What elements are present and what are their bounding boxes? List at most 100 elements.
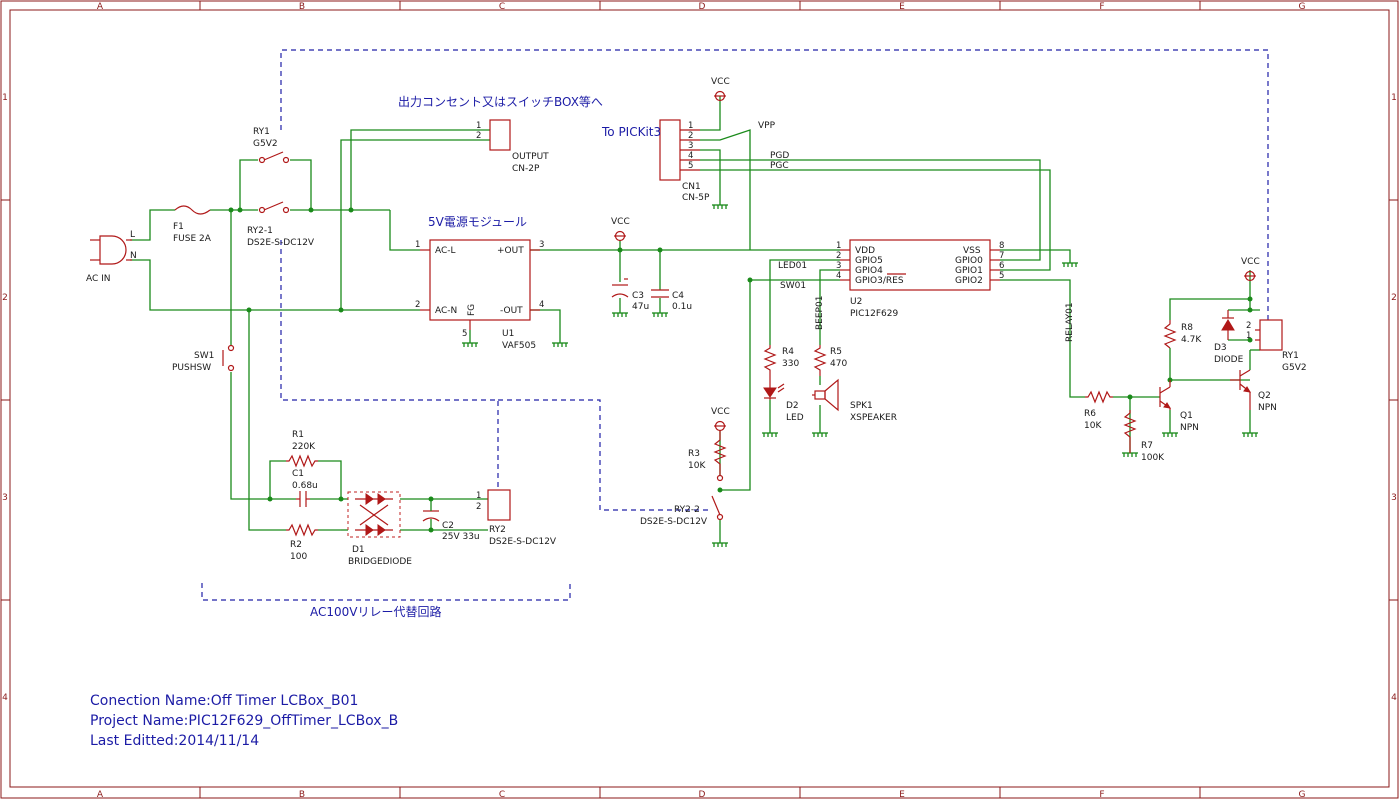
r5-value: 470 (830, 359, 847, 369)
u2-gpio4: GPIO4 (855, 266, 883, 276)
q2-ref: Q2 (1258, 391, 1271, 401)
net-relay01: RELAY01 (1065, 302, 1075, 342)
u1-ref: U1 (502, 329, 514, 339)
q1-transistor-symbol (1159, 380, 1171, 410)
r6-symbol (1085, 390, 1113, 404)
net-sw01: SW01 (780, 281, 806, 291)
output-ref: OUTPUT (512, 152, 549, 162)
row-2-right: 2 (1391, 293, 1397, 303)
u2-ref: U2 (850, 297, 862, 307)
c1-ref: C1 (292, 469, 304, 479)
row-3-right: 3 (1391, 493, 1397, 503)
u1-acl: AC-L (435, 246, 456, 256)
pickit-title: To PICKit3 (601, 125, 661, 139)
u1-pin-3: 3 (539, 240, 544, 250)
r2-value: 100 (290, 552, 307, 562)
ry21-contact-symbol (258, 201, 290, 214)
col-c-top: C (499, 2, 505, 12)
ry1-ref: RY1 (253, 127, 270, 137)
d1-bridge-symbol (347, 491, 401, 538)
ac-in-l: L (130, 230, 135, 240)
ry22-contact-symbol (711, 474, 724, 521)
relay-link-lines (201, 49, 1269, 601)
output-pin-1: 1 (476, 121, 481, 131)
u2-pin-6: 6 (999, 261, 1004, 271)
cn1-body (659, 119, 681, 181)
ry1-coil-value: G5V2 (1282, 363, 1307, 373)
cn1-pin-5: 5 (688, 161, 693, 171)
col-e-bottom: E (899, 790, 905, 800)
u2-pin-2: 2 (836, 251, 841, 261)
q2-transistor-symbol (1230, 369, 1251, 410)
r8-ref: R8 (1181, 323, 1193, 333)
u1-mout: -OUT (500, 306, 523, 316)
cn1-ref: CN1 (682, 182, 701, 192)
c4-symbol (651, 289, 669, 298)
row-4-left: 4 (2, 693, 8, 703)
inner-frame (9, 9, 1390, 788)
r4-ref: R4 (782, 347, 794, 357)
u2-gpio3: GPIO3/RES (855, 276, 904, 286)
col-g-top: G (1299, 2, 1306, 12)
c1-value: 0.68u (292, 481, 318, 491)
r7-symbol (1123, 410, 1137, 453)
col-a-bottom: A (97, 790, 104, 800)
c1-symbol (296, 491, 310, 507)
q1-value: NPN (1180, 423, 1199, 433)
row-2-left: 2 (2, 293, 8, 303)
ac-in-n: N (130, 251, 137, 261)
u2-gpio2: GPIO2 (955, 276, 983, 286)
col-b-bottom: B (299, 790, 305, 800)
r5-ref: R5 (830, 347, 842, 357)
r6-ref: R6 (1084, 409, 1096, 419)
d2-led-symbol (763, 372, 785, 400)
u1-fg: FG (467, 304, 477, 316)
ry22-value: DS2E-S-DC12V (640, 517, 708, 527)
u2-vss: VSS (963, 246, 981, 256)
u2-pin-8: 8 (999, 241, 1004, 251)
net-beep01: BEEP01 (815, 296, 825, 330)
ry1-coil-pin-1: 1 (1246, 331, 1251, 341)
info-project-name: Project Name:PIC12F629_OffTimer_LCBox_B (90, 713, 398, 729)
r4-value: 330 (782, 359, 799, 369)
cn1-pin-1: 1 (688, 121, 693, 131)
ry2-coil-body (487, 489, 511, 521)
col-c-bottom: C (499, 790, 505, 800)
u1-pin-4: 4 (539, 300, 544, 310)
u1-out: +OUT (497, 246, 524, 256)
d2-value: LED (786, 413, 804, 423)
f1-ref: F1 (173, 222, 184, 232)
info-last-edited: Last Editted:2014/11/14 (90, 733, 259, 749)
r4-symbol (763, 345, 777, 372)
c2-symbol (422, 499, 440, 530)
c3-value: 47u (632, 302, 649, 312)
spk1-value: XSPEAKER (850, 413, 897, 423)
col-f-bottom: F (1099, 790, 1104, 800)
ry2-ref: RY2 (489, 525, 506, 535)
u2-pin-4: 4 (836, 271, 841, 281)
ry2-pin-2: 2 (476, 502, 481, 512)
d3-symbol (1221, 310, 1235, 340)
c3-symbol (611, 278, 629, 298)
r1-symbol (286, 454, 318, 468)
u2-gpio0: GPIO0 (955, 256, 983, 266)
r5-symbol (813, 345, 827, 376)
r8-symbol (1163, 320, 1177, 349)
sw1-value: PUSHSW (172, 363, 211, 373)
u2-pin-1: 1 (836, 241, 841, 251)
vcc-3: VCC (711, 407, 730, 417)
fuse-symbol (174, 205, 211, 215)
ac-in-plug (90, 235, 132, 265)
c2-ref: C2 (442, 521, 454, 531)
col-d-bottom: D (699, 790, 706, 800)
relay-group-title: AC100Vリレー代替回路 (310, 604, 442, 619)
c4-value: 0.1u (672, 302, 692, 312)
r3-ref: R3 (688, 449, 700, 459)
u2-value: PIC12F629 (850, 309, 898, 319)
u2-pin-7: 7 (999, 251, 1004, 261)
c3-ref: C3 (632, 291, 644, 301)
u1-acn: AC-N (435, 306, 457, 316)
sw1-symbol (222, 344, 235, 372)
